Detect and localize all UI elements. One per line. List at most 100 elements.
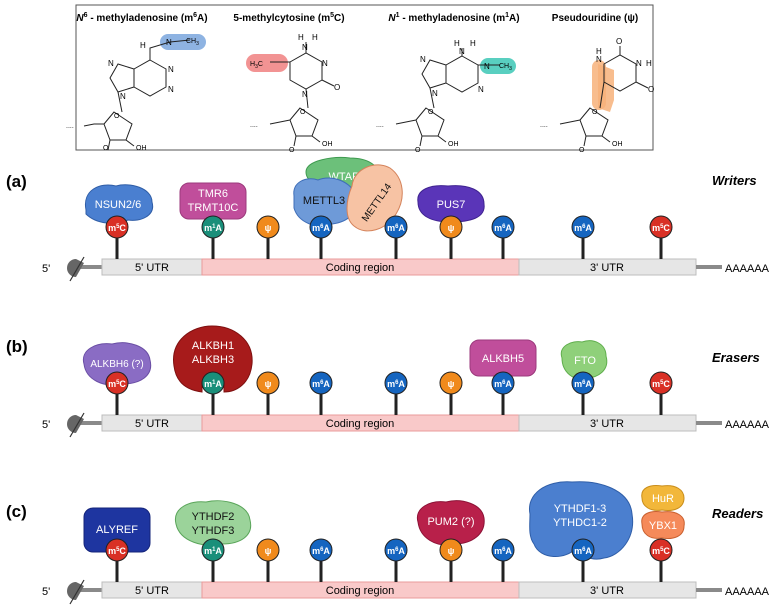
atom-m6a-o: O bbox=[114, 113, 120, 120]
atom-m1a-h: H bbox=[454, 39, 460, 48]
cap-label-a: 5' bbox=[42, 263, 50, 275]
polya-label-a: AAAAAA bbox=[725, 263, 770, 275]
label-pum2: PUM2 (?) bbox=[427, 516, 474, 528]
mark-psi-b-6: ψ bbox=[439, 371, 463, 415]
atom-psi-dots: .... bbox=[540, 122, 548, 129]
mark-m6A-b-4: m6A bbox=[309, 371, 333, 415]
protein-ythdf1-3 bbox=[529, 481, 634, 560]
mark-label: m6A bbox=[312, 546, 330, 556]
mark-m5C-c-1: m5C bbox=[105, 538, 129, 582]
atom-m6a-ch3: CH3 bbox=[186, 38, 199, 47]
mark-label: m6A bbox=[312, 379, 330, 389]
atom-psi-n1: N bbox=[596, 55, 602, 64]
atom-m1a-n1: N bbox=[484, 62, 490, 71]
label-alkbh3: ALKBH3 bbox=[192, 354, 234, 366]
panel-a-role: Writers bbox=[712, 173, 757, 188]
atom-m6a-oh: OH bbox=[136, 145, 147, 152]
label-ythdf1-3: YTHDF1-3 bbox=[554, 503, 607, 515]
title-pseudouridine: Pseudouridine (ψ) bbox=[552, 13, 638, 24]
panel-b-label: (b) bbox=[6, 337, 28, 356]
panel-c-label: (c) bbox=[6, 502, 27, 521]
label-mettl3: METTL3 bbox=[303, 195, 345, 207]
mark-m6A-a-7: m6A bbox=[491, 215, 515, 259]
atom-psi-o: O bbox=[616, 37, 622, 46]
atom-m5c-h2: H bbox=[312, 33, 318, 42]
atom-m1a-n6: N bbox=[459, 47, 465, 56]
mark-label: m6A bbox=[387, 546, 405, 556]
label-ybx1: YBX1 bbox=[649, 520, 677, 532]
atom-m1a-o3: O bbox=[415, 147, 421, 154]
mark-m5C-a-9: m5C bbox=[649, 215, 673, 259]
label-pus7: PUS7 bbox=[437, 199, 466, 211]
title-m5c: 5-methylcytosine (m5C) bbox=[233, 12, 344, 24]
atom-m1a-dots: .... bbox=[376, 122, 384, 129]
mark-label: m5C bbox=[108, 379, 126, 389]
mark-label: m5C bbox=[108, 546, 126, 556]
structure-m5c bbox=[246, 42, 335, 147]
mark-label: ψ bbox=[265, 379, 272, 389]
mark-label: m6A bbox=[574, 546, 592, 556]
atom-psi-n3: N bbox=[636, 59, 642, 68]
protein-ybx1 bbox=[641, 511, 685, 539]
cap-label-c: 5' bbox=[42, 586, 50, 598]
mark-psi-c-3: ψ bbox=[256, 538, 280, 582]
mark-label: ψ bbox=[448, 379, 455, 389]
coding-label-a: Coding region bbox=[326, 262, 395, 274]
atom-m6a-n1: N bbox=[168, 65, 174, 74]
mark-label: m5C bbox=[652, 379, 670, 389]
mark-m6A-b-5: m6A bbox=[384, 371, 408, 415]
atom-m1a-o: O bbox=[428, 109, 434, 116]
atom-m6a-n: N bbox=[166, 38, 172, 47]
title-m6a: N6 - methyladenosine (m6A) bbox=[76, 12, 207, 24]
mark-label: m6A bbox=[574, 379, 592, 389]
label-nsun2-6: NSUN2/6 bbox=[95, 199, 141, 211]
panel-b-role: Erasers bbox=[712, 350, 760, 365]
atom-psi-oh: OH bbox=[612, 141, 623, 148]
mark-m6A-c-8: m6A bbox=[571, 538, 595, 582]
atom-m6a-n3: N bbox=[168, 85, 174, 94]
label-trmt10c: TRMT10C bbox=[188, 202, 239, 214]
atom-psi-o4: O bbox=[592, 109, 598, 116]
mark-label: ψ bbox=[448, 546, 455, 556]
mark-label: m6A bbox=[574, 223, 592, 233]
label-tmr6: TMR6 bbox=[198, 188, 228, 200]
structures-box: N6 - methyladenosine (m6A) 5-methylcytos… bbox=[66, 4, 654, 154]
mark-m6A-a-5: m6A bbox=[384, 215, 408, 259]
utr3-label-c: 3' UTR bbox=[590, 585, 624, 597]
label-alkbh5: ALKBH5 bbox=[482, 353, 524, 365]
coding-label-c: Coding region bbox=[326, 585, 395, 597]
atom-m5c-n3: N bbox=[322, 59, 328, 68]
structure-pseudouridine bbox=[559, 46, 649, 147]
label-alyref: ALYREF bbox=[96, 524, 138, 536]
mark-label: m6A bbox=[494, 223, 512, 233]
polya-label-b: AAAAAA bbox=[725, 419, 770, 431]
mark-label: m6A bbox=[312, 223, 330, 233]
mark-label: m1A bbox=[204, 546, 222, 556]
utr5-label-a: 5' UTR bbox=[135, 262, 169, 274]
mark-label: m5C bbox=[108, 223, 126, 233]
atom-m1a-n7: N bbox=[420, 55, 426, 64]
protein-pus7 bbox=[417, 185, 485, 223]
mark-m6A-c-5: m6A bbox=[384, 538, 408, 582]
mark-m6A-c-4: m6A bbox=[309, 538, 333, 582]
atom-m1a-n3: N bbox=[478, 85, 484, 94]
protein-pum2 bbox=[416, 500, 485, 546]
mark-m6A-a-4: m6A bbox=[309, 215, 333, 259]
mark-label: ψ bbox=[448, 223, 455, 233]
atom-psi-h3: H bbox=[646, 59, 652, 68]
title-m1a: N1 - methyladenosine (m1A) bbox=[388, 12, 519, 24]
mark-label: m1A bbox=[204, 223, 222, 233]
polya-label-c: AAAAAA bbox=[725, 586, 770, 598]
atom-m6a-n7: N bbox=[108, 59, 114, 68]
label-fto: FTO bbox=[574, 355, 596, 367]
modification-markers: m5C m1A ψ m6A m6A ψ m6A m6A m5C m5C m1A ψ m6A m6A ψ m6A… bbox=[105, 215, 673, 582]
mark-m5C-b-9: m5C bbox=[649, 371, 673, 415]
panel-writers: (a) Writers 5' 5' UTR Coding region 3' U… bbox=[6, 157, 770, 282]
atom-m5c-n1: N bbox=[302, 90, 308, 99]
atom-m5c-dots: .... bbox=[250, 122, 258, 129]
mark-label: m5C bbox=[652, 223, 670, 233]
atom-m5c-h: H bbox=[298, 33, 304, 42]
atom-m5c-o3: O bbox=[289, 147, 295, 154]
mark-label: m6A bbox=[387, 223, 405, 233]
